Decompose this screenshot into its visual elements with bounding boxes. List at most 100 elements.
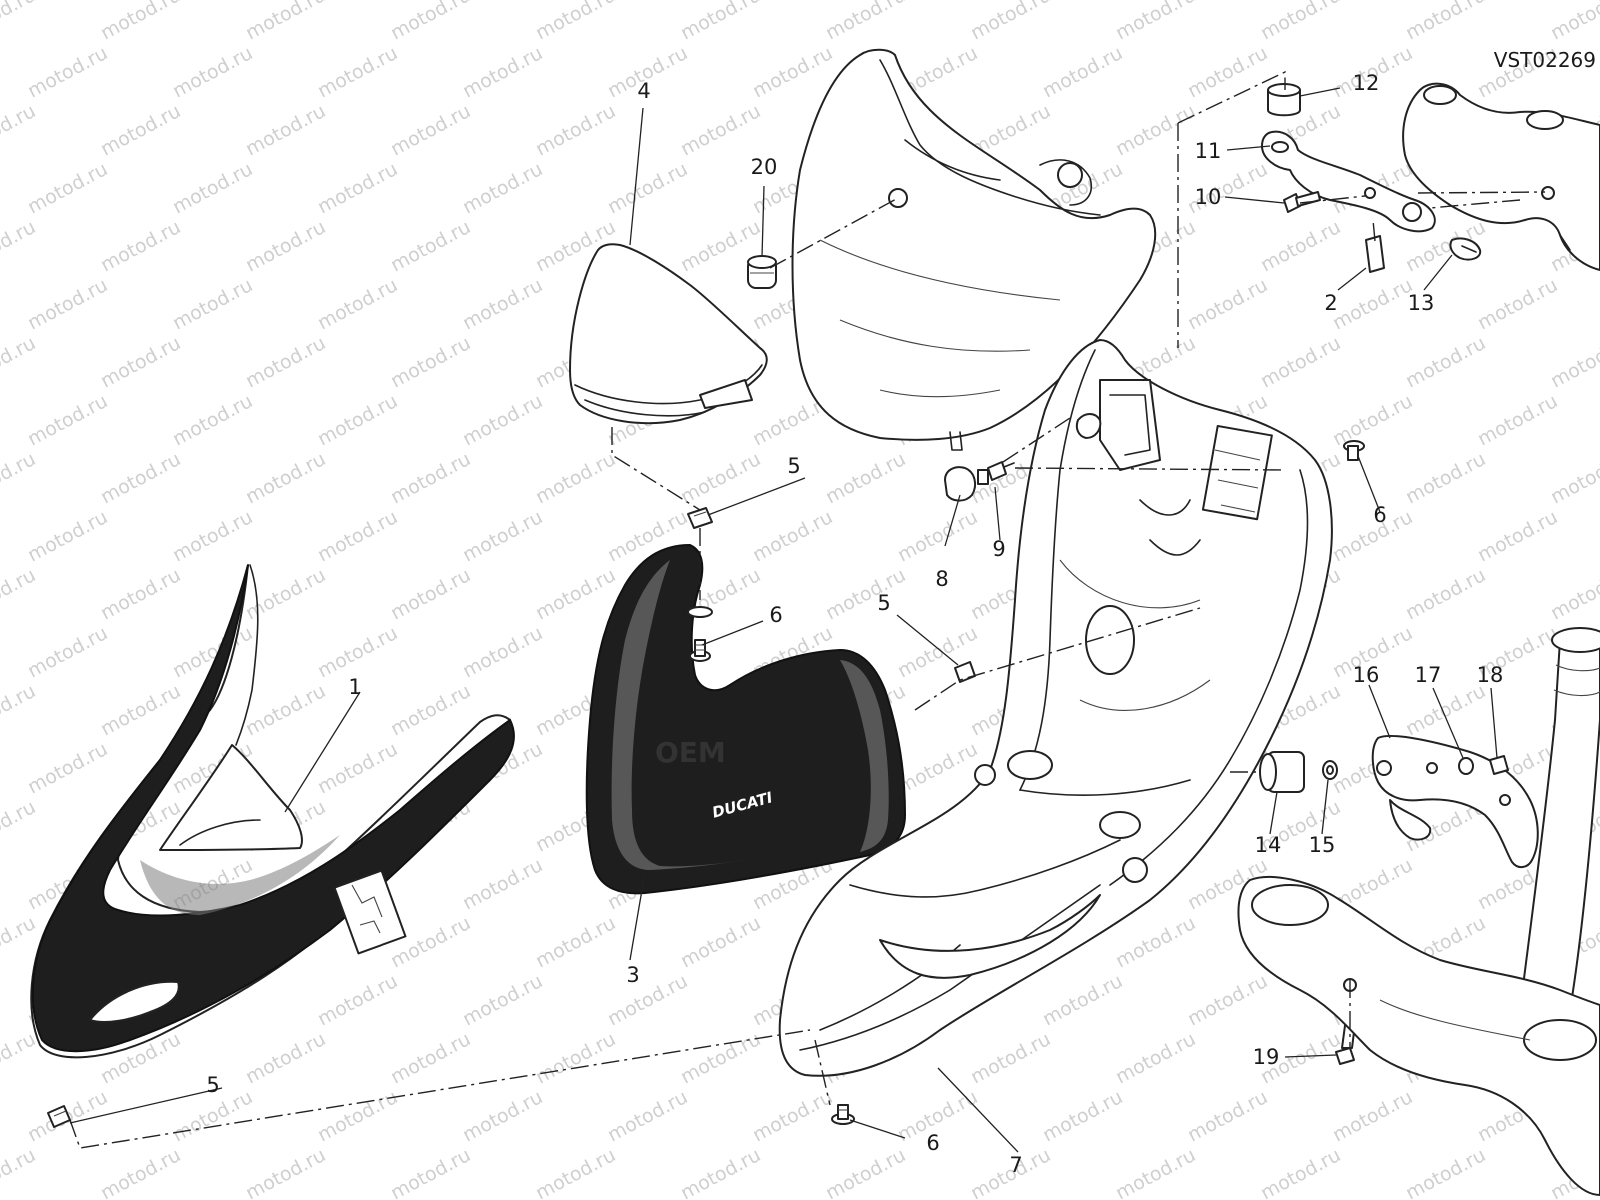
- watermark-text-79: motod.ru: [0, 216, 39, 276]
- watermark-text-287: motod.ru: [0, 1144, 39, 1200]
- watermark-text-147: motod.ru: [459, 506, 546, 566]
- watermark-text-183: motod.ru: [0, 680, 39, 740]
- watermark-text-41: motod.ru: [169, 42, 256, 102]
- watermark-text-118: motod.ru: [24, 390, 111, 450]
- upper-triple-clamp: [1402, 82, 1600, 271]
- part-rubber-plug-8: [944, 466, 977, 502]
- watermark-text-268: motod.ru: [967, 1028, 1054, 1088]
- watermark-text-45: motod.ru: [749, 42, 836, 102]
- watermark-text-33: motod.ru: [822, 0, 909, 44]
- watermark-text-293: motod.ru: [822, 1144, 909, 1200]
- part-inner-fairing-frame: [778, 339, 1333, 1077]
- watermark-text-158: motod.ru: [97, 564, 184, 624]
- watermark-text-93: motod.ru: [169, 274, 256, 334]
- watermark-text-69: motod.ru: [459, 158, 546, 218]
- watermark-text-251: motod.ru: [459, 970, 546, 1030]
- watermark-text-255: motod.ru: [1039, 970, 1126, 1030]
- watermark-text-61: motod.ru: [1112, 100, 1199, 160]
- watermark-text-137: motod.ru: [822, 448, 909, 508]
- watermark-text-135: motod.ru: [532, 448, 619, 508]
- label-part-7: 7: [1009, 1153, 1022, 1177]
- part-grommet-20: [747, 255, 777, 289]
- watermark-text-159: motod.ru: [242, 564, 329, 624]
- label-part-13: 13: [1408, 291, 1435, 315]
- label-part-16: 16: [1353, 663, 1380, 687]
- watermark-text-198: motod.ru: [314, 738, 401, 798]
- watermark-text-34: motod.ru: [967, 0, 1054, 44]
- watermark-text-128: motod.ru: [1474, 390, 1561, 450]
- watermark-text-116: motod.ru: [1547, 332, 1600, 392]
- label-part-6-a: 6: [769, 603, 782, 627]
- steering-stem: [1519, 627, 1600, 1011]
- watermark-text-43: motod.ru: [459, 42, 546, 102]
- watermark-text-108: motod.ru: [387, 332, 474, 392]
- watermark-text-37: motod.ru: [1402, 0, 1489, 44]
- label-part-6-b: 6: [1373, 503, 1386, 527]
- part-screw-6-b: [1343, 440, 1365, 461]
- label-part-11: 11: [1195, 139, 1222, 163]
- label-part-3: 3: [626, 963, 639, 987]
- label-part-5-b: 5: [877, 591, 890, 615]
- watermark-text-56: motod.ru: [387, 100, 474, 160]
- watermark-text-163: motod.ru: [822, 564, 909, 624]
- watermark-text-160: motod.ru: [387, 564, 474, 624]
- watermark-text-277: motod.ru: [459, 1086, 546, 1146]
- watermark-text-266: motod.ru: [677, 1028, 764, 1088]
- watermark-text-127: motod.ru: [1329, 390, 1416, 450]
- watermark-text-114: motod.ru: [1257, 332, 1344, 392]
- watermark-text-119: motod.ru: [169, 390, 256, 450]
- watermark-text-289: motod.ru: [242, 1144, 329, 1200]
- part-washer-17: [1458, 757, 1474, 775]
- watermark-text-281: motod.ru: [1039, 1086, 1126, 1146]
- watermark-text-167: motod.ru: [1402, 564, 1489, 624]
- label-part-15: 15: [1309, 833, 1336, 857]
- headlight-housing: [791, 48, 1157, 451]
- part-bolt-18: [1489, 755, 1509, 775]
- watermark-text-55: motod.ru: [242, 100, 329, 160]
- watermark-text-265: motod.ru: [532, 1028, 619, 1088]
- watermark-text-235: motod.ru: [0, 912, 39, 972]
- watermark-text-36: motod.ru: [1257, 0, 1344, 44]
- part-clip-2: [1365, 235, 1385, 273]
- part-screw-6-a: [687, 606, 713, 662]
- watermark-text-53: motod.ru: [0, 100, 39, 160]
- watermark-text-92: motod.ru: [24, 274, 111, 334]
- watermark-text-35: motod.ru: [1112, 0, 1199, 44]
- part-damper-14: [1259, 751, 1305, 793]
- watermark-text-291: motod.ru: [532, 1144, 619, 1200]
- watermark-text-38: motod.ru: [1547, 0, 1600, 44]
- label-part-14: 14: [1255, 833, 1282, 857]
- watermark-text-184: motod.ru: [97, 680, 184, 740]
- watermark-text-67: motod.ru: [169, 158, 256, 218]
- watermark-text-154: motod.ru: [1474, 506, 1561, 566]
- watermark-text-106: motod.ru: [97, 332, 184, 392]
- watermark-text-115: motod.ru: [1402, 332, 1489, 392]
- watermark-text-100: motod.ru: [1184, 274, 1271, 334]
- watermark-text-225: motod.ru: [459, 854, 546, 914]
- watermark-text-263: motod.ru: [242, 1028, 329, 1088]
- watermark-text-30: motod.ru: [387, 0, 474, 44]
- drawing-code: VST02269: [1494, 48, 1596, 72]
- part-bracket-11: [1261, 130, 1436, 233]
- watermark-text-168: motod.ru: [1547, 564, 1600, 624]
- watermark-text-102: motod.ru: [1474, 274, 1561, 334]
- label-part-5-c: 5: [206, 1073, 219, 1097]
- watermark-text-42: motod.ru: [314, 42, 401, 102]
- watermark-text-88: motod.ru: [1257, 216, 1344, 276]
- watermark-text-132: motod.ru: [97, 448, 184, 508]
- watermark-text-136: motod.ru: [677, 448, 764, 508]
- watermark-text-297: motod.ru: [1402, 1144, 1489, 1200]
- label-part-8: 8: [935, 567, 948, 591]
- label-part-4: 4: [637, 79, 650, 103]
- label-part-5-a: 5: [787, 454, 800, 478]
- lower-triple-clamp: [1237, 876, 1600, 1196]
- watermark-text-256: motod.ru: [1184, 970, 1271, 1030]
- label-part-18: 18: [1477, 663, 1504, 687]
- leader-lines: [69, 87, 1498, 1153]
- watermark-text-269: motod.ru: [1112, 1028, 1199, 1088]
- watermark-text-131: motod.ru: [0, 448, 39, 508]
- watermark-text-202: motod.ru: [894, 738, 981, 798]
- watermark-text-264: motod.ru: [387, 1028, 474, 1088]
- watermark-text-296: motod.ru: [1257, 1144, 1344, 1200]
- part-screw-6-c: [831, 1104, 855, 1125]
